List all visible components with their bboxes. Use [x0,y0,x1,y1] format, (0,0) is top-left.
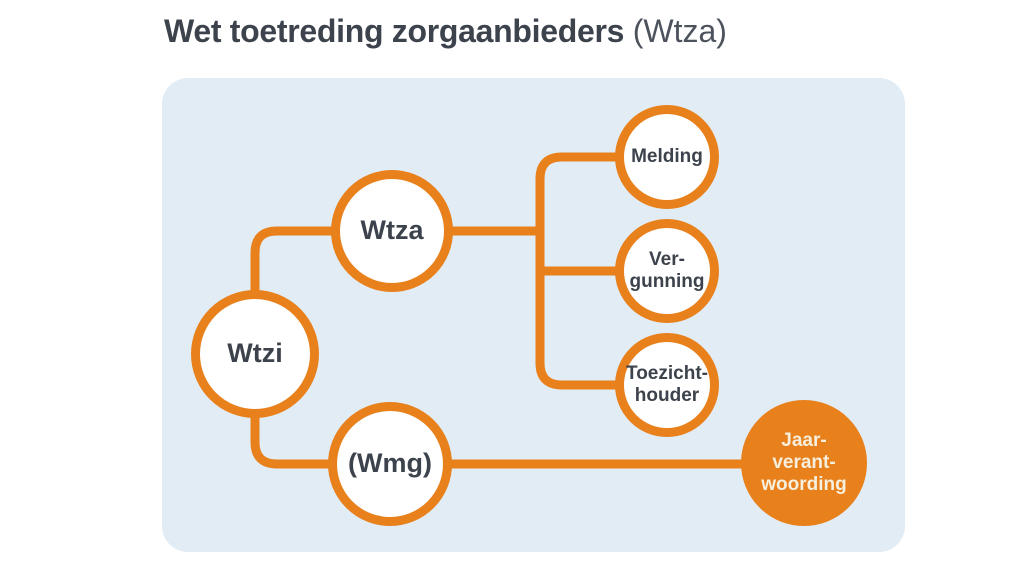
node-wtzi: Wtzi [191,290,319,418]
node-vergunning-label-line1: Ver- [649,249,685,271]
node-wmg-label: (Wmg) [348,448,432,479]
node-toezichthouder: Toezicht- houder [615,333,719,437]
node-toezichthouder-label-line2: houder [634,385,700,406]
edge-wtzi-wtza [250,226,336,296]
node-vergunning: Ver- gunning [615,219,719,323]
node-wmg: (Wmg) [328,402,452,526]
node-jaarverantwoording-label-line1: Jaar- [781,430,827,452]
node-vergunning-label-line2: gunning [629,271,705,292]
page-title-suffix: (Wtza) [632,13,727,49]
page-title: Wet toetreding zorgaanbieders (Wtza) [164,13,727,50]
node-wtzi-label: Wtzi [227,338,283,369]
node-melding: Melding [615,105,719,209]
edge-wtzi-wmg [250,412,333,469]
node-jaarverantwoording: Jaar- verant- woording [741,400,867,526]
node-wtza: Wtza [331,170,453,292]
node-jaarverantwoording-label-line2: verant- [772,452,836,474]
page-title-main: Wet toetreding zorgaanbieders [164,13,625,49]
node-jaarverantwoording-label-line3: woording [761,473,847,495]
node-wtza-label: Wtza [360,215,424,246]
node-melding-label: Melding [631,146,703,168]
node-toezichthouder-label-line1: Toezicht- [626,363,708,385]
